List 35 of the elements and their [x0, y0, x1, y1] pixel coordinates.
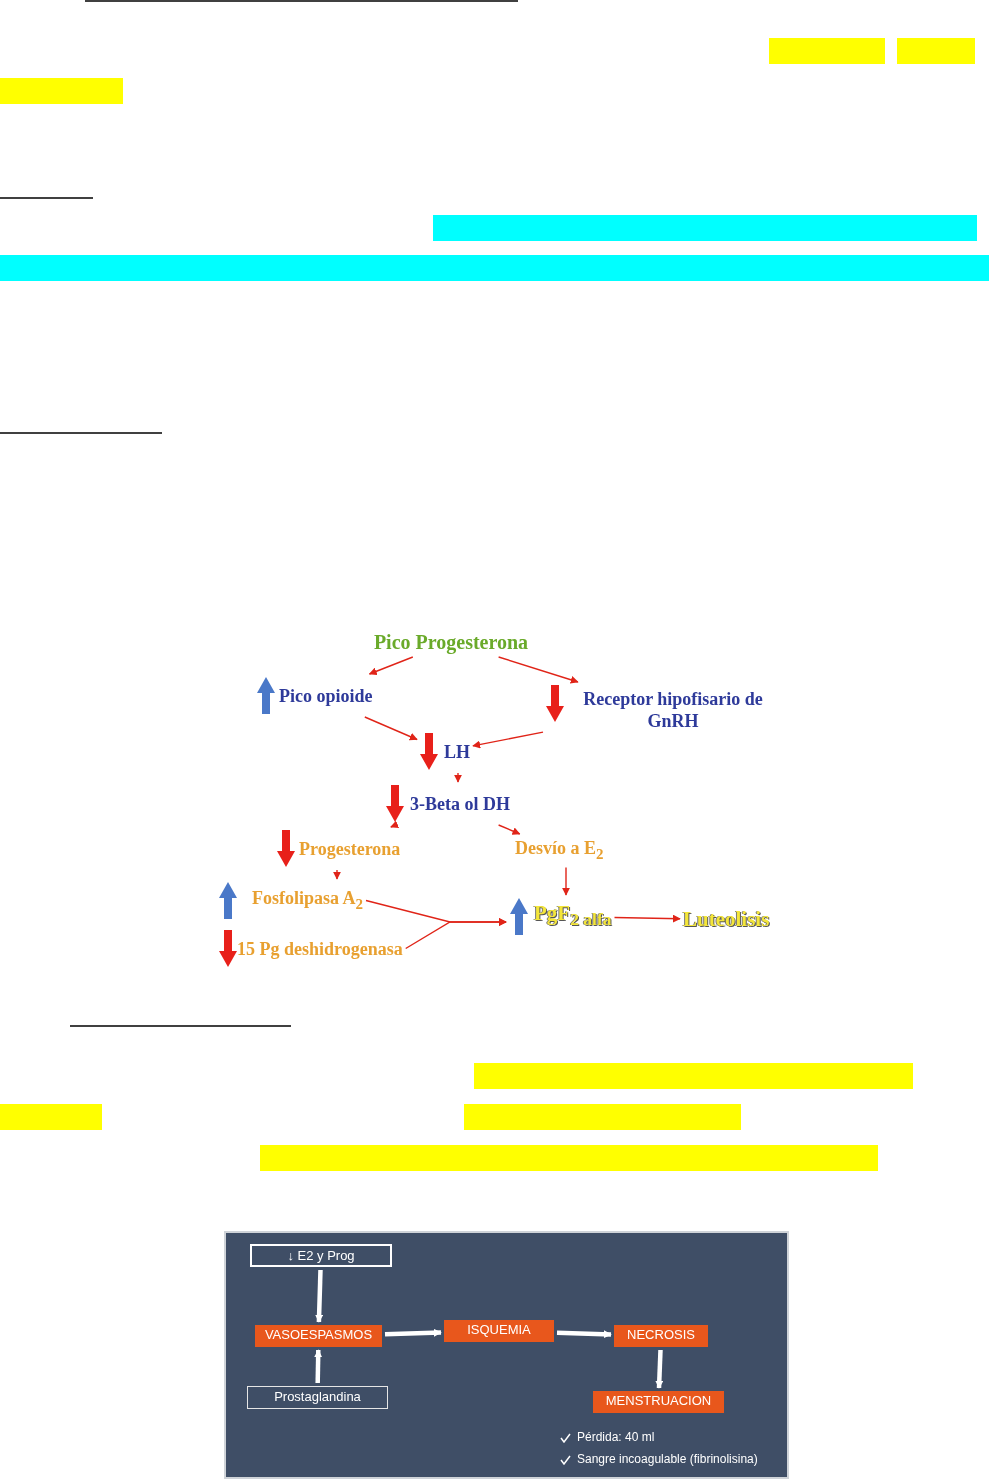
- note-text: Sangre incoagulable (fibrinolisina): [577, 1451, 758, 1468]
- arrow: [613, 914, 681, 923]
- pathway-label: LH: [444, 740, 470, 763]
- arrow: [384, 1328, 442, 1337]
- pathway-label: Fosfolipasa A$_{2}$: [252, 886, 364, 914]
- arrow: [405, 918, 507, 950]
- pathway-label: Pico Progesterona: [373, 630, 529, 654]
- pathway-label: Receptor hipofisario de GnRH: [582, 688, 764, 732]
- pathway-label: Desvío a E$_{2}$: [515, 837, 604, 864]
- pathway-label: 3-Beta ol DH: [410, 792, 510, 815]
- process-box: Prostaglandina: [247, 1386, 388, 1409]
- arrow: [315, 1269, 324, 1323]
- pathway-label: 15 Pg deshidrogenasa: [237, 937, 403, 960]
- process-box: VASOESPASMOS: [255, 1325, 382, 1347]
- arrow: [454, 772, 462, 783]
- pathway-label: Progesterona: [299, 837, 401, 860]
- arrow: [497, 824, 521, 835]
- arrow: [314, 1349, 323, 1384]
- arrow: [556, 1330, 612, 1339]
- arrow: [655, 1349, 664, 1389]
- arrow: [364, 716, 418, 741]
- process-box: MENSTRUACION: [593, 1391, 724, 1413]
- arrow: [333, 869, 341, 880]
- process-box: ↓ E2 y Prog: [250, 1244, 392, 1267]
- arrow: [368, 656, 414, 676]
- arrow: [390, 820, 400, 828]
- arrow: [497, 656, 579, 684]
- note-text: Pérdida: 40 ml: [577, 1429, 655, 1446]
- arrow: [562, 866, 570, 896]
- pathway-label: PgF$_{2 alfa}$: [534, 900, 612, 932]
- process-box: ISQUEMIA: [444, 1320, 554, 1342]
- pathway-label: Pico opioide: [279, 684, 373, 707]
- pathway-label: Luteolisis: [683, 907, 770, 932]
- process-box: NECROSIS: [614, 1325, 708, 1347]
- arrow: [472, 731, 544, 749]
